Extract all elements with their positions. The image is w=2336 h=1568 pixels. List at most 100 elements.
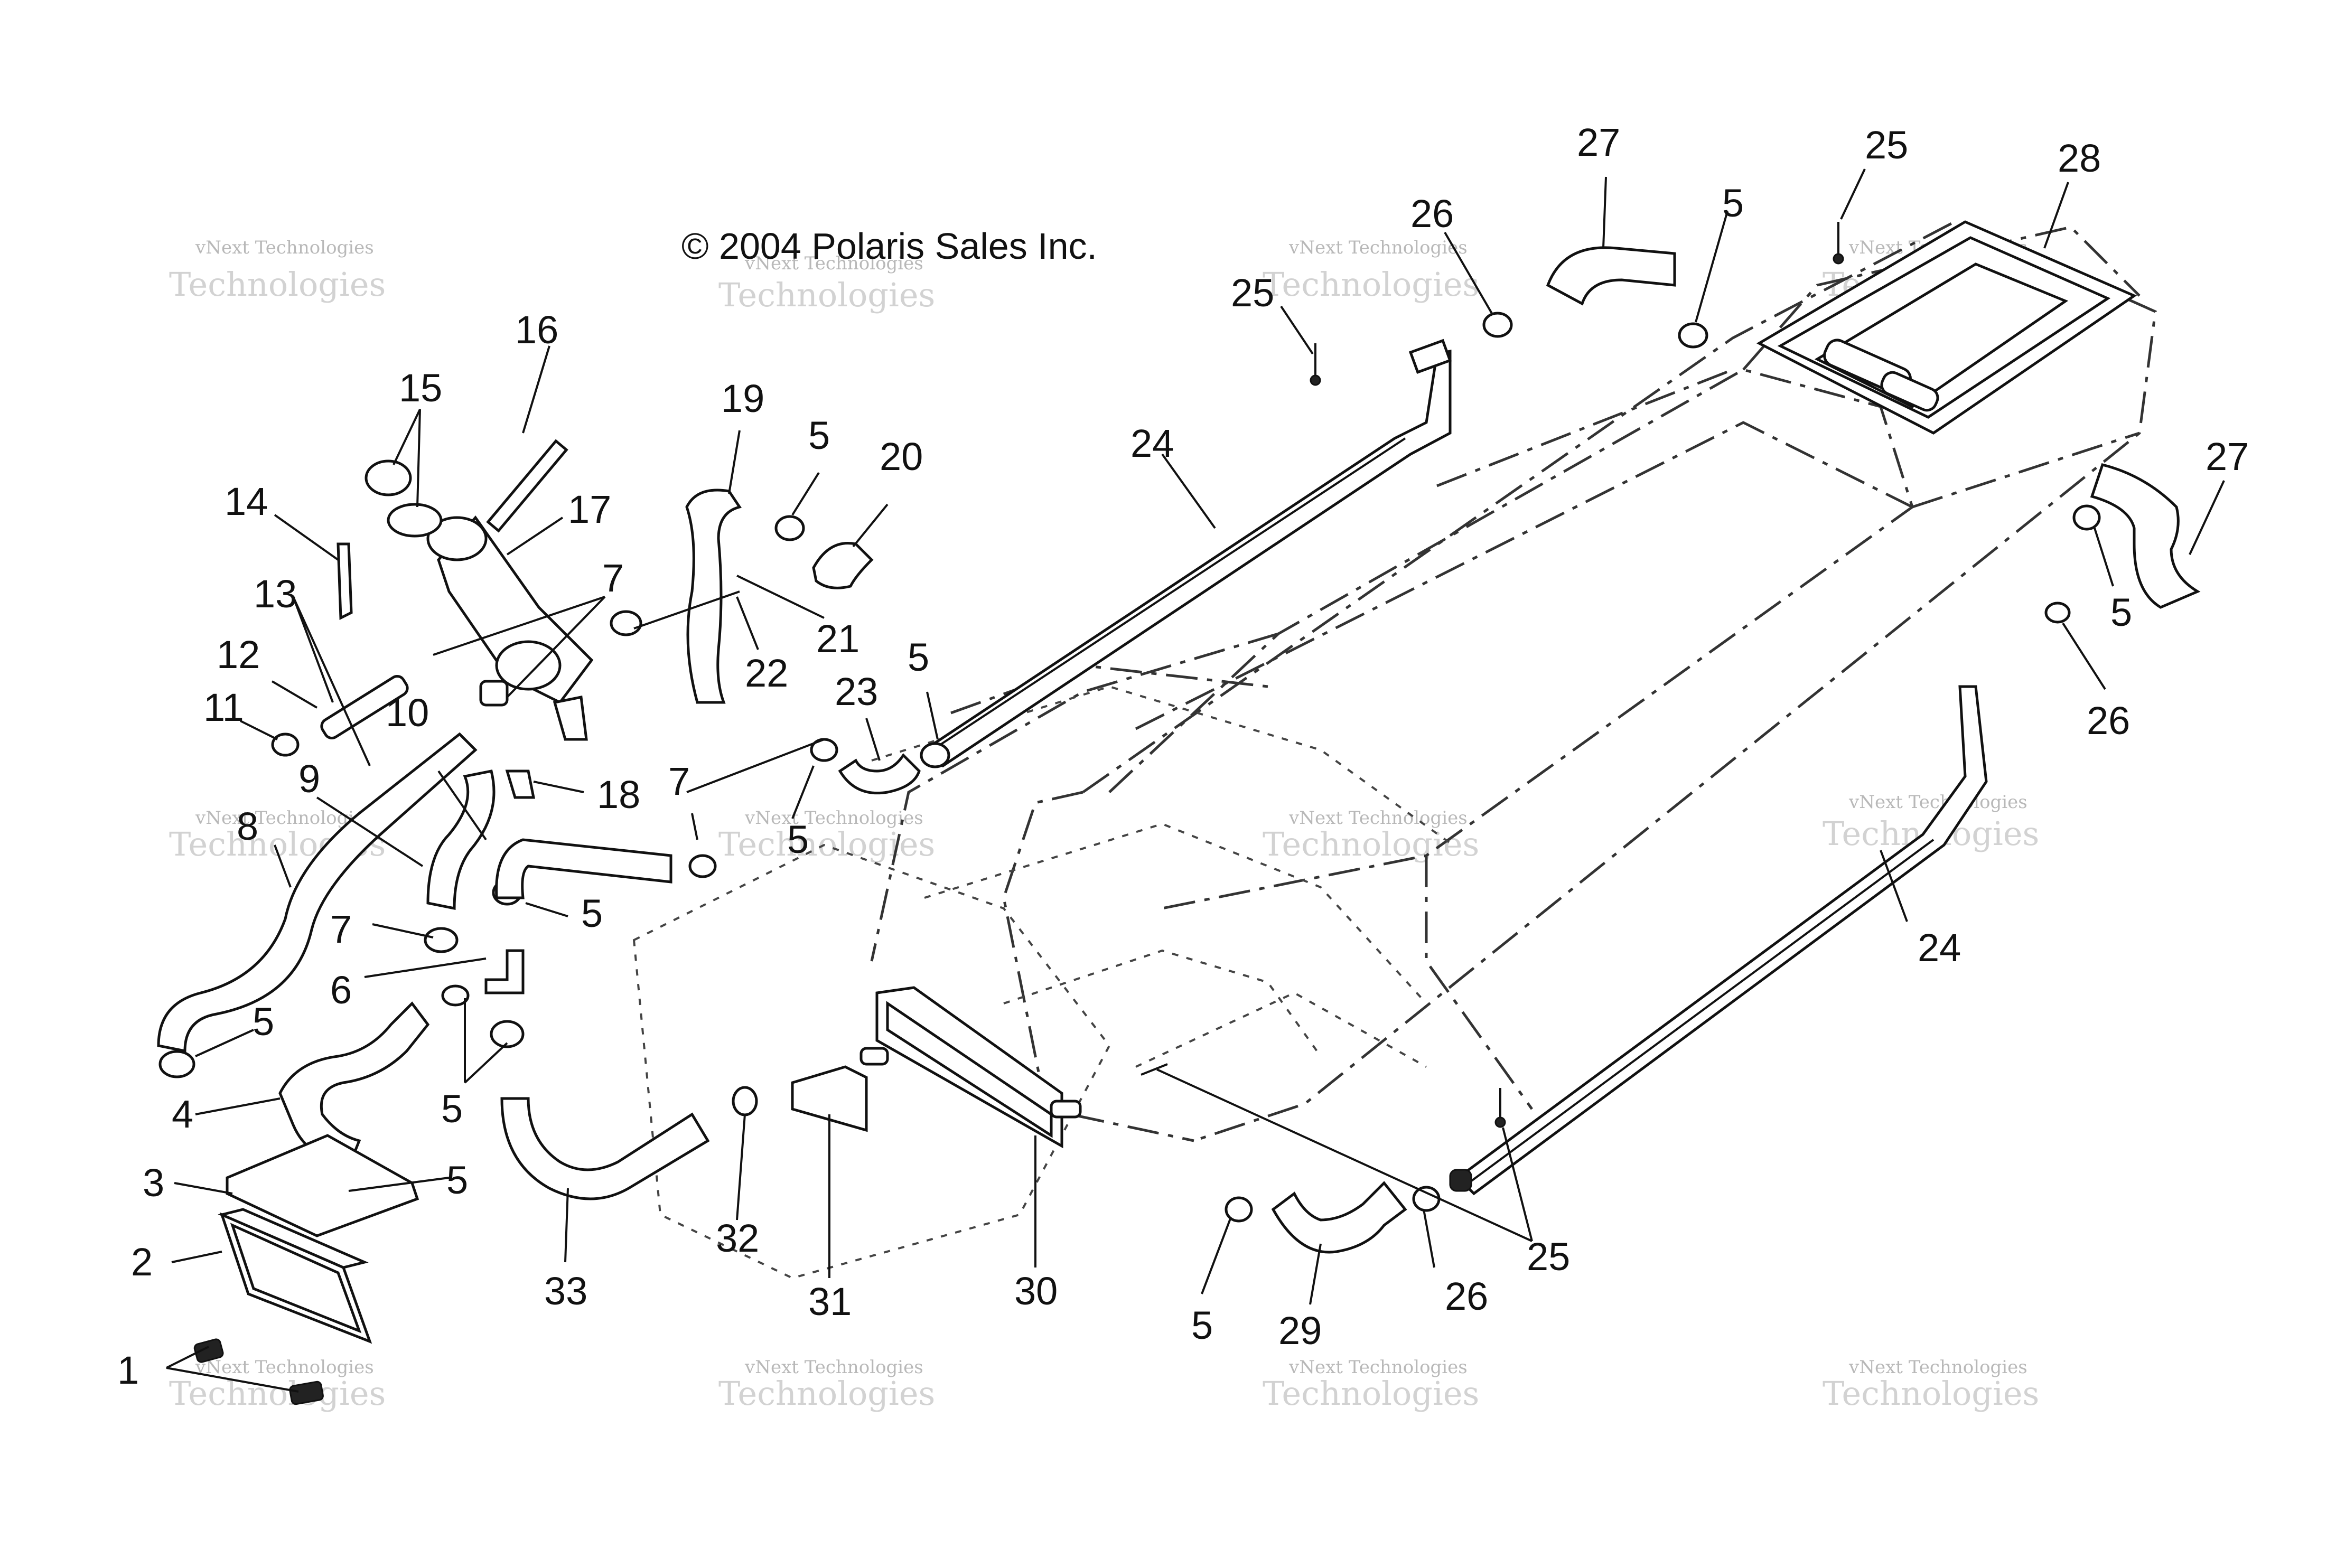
callout-26: 26 — [2087, 699, 2130, 743]
copyright-notice: © 2004 Polaris Sales Inc. — [681, 226, 1097, 267]
cooler-bracket — [859, 986, 1082, 1149]
callout-4: 4 — [172, 1092, 193, 1136]
callout-22: 22 — [745, 651, 788, 695]
callout-28: 28 — [2058, 136, 2101, 180]
watermark-text: vNext Technologies — [1288, 1357, 1468, 1378]
watermark-text: vNext Technologies — [744, 253, 923, 274]
spring-18 — [505, 769, 536, 799]
hose-19 — [685, 489, 742, 704]
hose-8 — [157, 732, 478, 1053]
callout-8: 8 — [237, 804, 258, 848]
watermark-text: vNext Technologies — [744, 808, 923, 829]
watermark-text: vNext Technologies — [744, 1357, 923, 1378]
hose-33 — [500, 1097, 710, 1200]
spacer-block — [791, 1065, 868, 1132]
callout-33: 33 — [544, 1269, 587, 1313]
watermark-text: Technologies — [1263, 1374, 1479, 1413]
vent-tube-16 — [486, 439, 568, 533]
watermark-text: Technologies — [718, 276, 935, 314]
callout-24: 24 — [1130, 421, 1174, 465]
t-fitting — [484, 949, 525, 994]
callout-7: 7 — [602, 556, 624, 600]
hose-4 — [278, 1001, 430, 1169]
reservoir-cap — [365, 459, 443, 538]
callout-19: 19 — [721, 377, 764, 420]
callout-25: 25 — [1865, 123, 1908, 167]
watermark-text: vNext Technologies — [195, 1357, 374, 1378]
radiator — [218, 1208, 372, 1344]
watermark: vNext Technologies Technologies — [169, 1357, 386, 1413]
isolator-1b — [289, 1381, 324, 1405]
watermark-text: vNext Technologies — [1288, 808, 1468, 829]
watermark: vNext Technologies Technologies — [1263, 1357, 1479, 1413]
watermark-text: Technologies — [169, 265, 386, 304]
callout-5: 5 — [2110, 590, 2132, 634]
callout-5: 5 — [446, 1158, 468, 1202]
watermark-text: Technologies — [1263, 265, 1479, 304]
callout-3: 3 — [143, 1161, 164, 1205]
hose-29 — [1271, 1181, 1407, 1254]
watermark-layer: vNext Technologies Technologies vNext Te… — [169, 237, 2039, 1413]
callout-15: 15 — [399, 366, 442, 410]
callout-2: 2 — [131, 1240, 153, 1284]
watermark: vNext Technologies Technologies — [718, 808, 935, 863]
watermark-text: Technologies — [1823, 1374, 2039, 1413]
watermark: vNext Technologies Technologies — [718, 1357, 935, 1413]
watermark: vNext Technologies Technologies — [1263, 808, 1479, 863]
watermark-text: Technologies — [169, 1374, 386, 1413]
watermark-text: vNext Technologies — [195, 237, 374, 258]
watermark-text: vNext Technologies — [1288, 237, 1468, 258]
callout-27: 27 — [1577, 120, 1620, 164]
callout-5: 5 — [1722, 181, 1744, 225]
callout-11: 11 — [203, 686, 244, 729]
watermark: vNext Technologies Technologies — [1263, 237, 1479, 304]
callout-13: 13 — [254, 572, 297, 616]
callout-7: 7 — [330, 907, 352, 951]
hose-9 — [426, 769, 496, 910]
watermark-text: Technologies — [718, 1374, 935, 1413]
callout-27: 27 — [2206, 435, 2249, 478]
hose-10 — [495, 838, 672, 899]
watermark-text: Technologies — [1263, 825, 1479, 863]
hose-12 — [320, 674, 409, 740]
callout-32: 32 — [716, 1216, 759, 1260]
callout-5: 5 — [581, 891, 603, 935]
callout-6: 6 — [330, 968, 352, 1012]
leader-lines — [166, 168, 2225, 1393]
hose-23 — [838, 753, 921, 795]
hose-20 — [812, 542, 874, 589]
watermark: vNext Technologies Technologies — [718, 253, 935, 314]
callout-14: 14 — [225, 480, 268, 523]
callout-10: 10 — [386, 691, 429, 735]
heat-exchanger — [1756, 220, 2137, 435]
callout-21: 21 — [816, 617, 859, 661]
watermark-text: vNext Technologies — [1848, 792, 2027, 813]
callout-23: 23 — [835, 670, 878, 713]
hose-27-upper — [1546, 246, 1676, 306]
bolts — [1141, 222, 1844, 1128]
callout-26: 26 — [1445, 1274, 1488, 1318]
callout-labels: 1 2 3 4 5 5 5 5 5 5 5 5 5 5 6 7 7 7 8 9 … — [117, 120, 2249, 1392]
callout-26: 26 — [1410, 192, 1454, 236]
callout-5: 5 — [253, 1000, 274, 1044]
watermark-text: Technologies — [718, 825, 935, 863]
callout-1: 1 — [117, 1348, 139, 1392]
cooler-rail-lower — [1449, 685, 1988, 1196]
watermark: vNext Technologies Technologies — [1823, 1357, 2039, 1413]
cooler-rail-upper — [922, 339, 1452, 768]
tie-strap-14 — [337, 542, 353, 620]
callout-24: 24 — [1918, 926, 1961, 970]
callout-30: 30 — [1014, 1269, 1058, 1313]
callout-17: 17 — [568, 487, 611, 531]
callout-18: 18 — [597, 773, 640, 816]
callout-5: 5 — [441, 1087, 463, 1131]
callout-9: 9 — [298, 757, 320, 801]
callout-25: 25 — [1231, 271, 1274, 315]
callout-5: 5 — [1191, 1303, 1213, 1347]
callout-5: 5 — [808, 414, 830, 457]
callout-25: 25 — [1527, 1235, 1570, 1279]
callout-31: 31 — [808, 1280, 852, 1323]
callout-5: 5 — [787, 818, 809, 861]
hose-27-right — [2090, 463, 2201, 609]
